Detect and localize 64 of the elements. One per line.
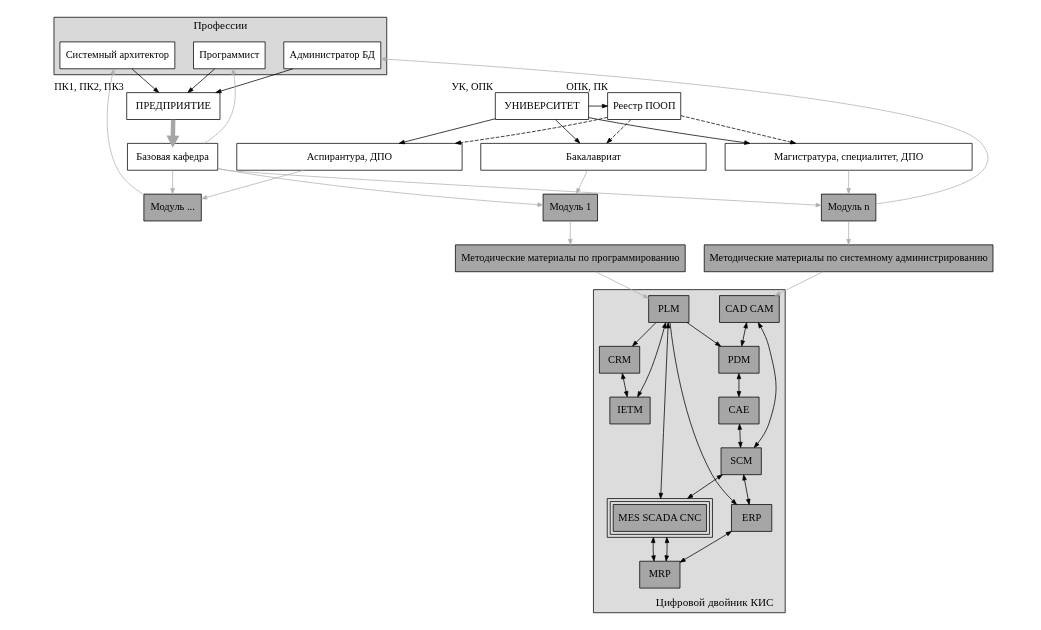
arrow xyxy=(380,57,989,205)
node-box: PDM xyxy=(718,345,760,374)
arrow xyxy=(576,170,588,195)
arrow xyxy=(203,68,236,144)
node-box: Базовая кафедра xyxy=(127,143,219,171)
arrow xyxy=(680,115,797,145)
node-box: Методические материалы по системному администрированию xyxy=(703,244,994,273)
node-box: IETM xyxy=(609,396,651,425)
arrow xyxy=(170,170,175,195)
node-box: SCM xyxy=(720,447,762,476)
arrow xyxy=(687,474,723,499)
arrow xyxy=(736,373,742,398)
node-box: MRP xyxy=(639,560,681,589)
node-box: Модуль n xyxy=(821,193,877,222)
arrow xyxy=(588,117,751,145)
arrow xyxy=(588,103,608,109)
node-label: ПК1, ПК2, ПК3 xyxy=(54,80,124,92)
node-box: CAD CAM xyxy=(719,295,780,323)
node-box: Администратор БД xyxy=(283,41,382,70)
arrow xyxy=(753,322,777,448)
arrow xyxy=(740,322,748,347)
node-box: CRM xyxy=(599,345,641,374)
arrow xyxy=(455,116,608,145)
arrow xyxy=(686,322,721,347)
arrow xyxy=(669,322,737,505)
arrow xyxy=(846,170,851,195)
node-label: УК, ОПК xyxy=(451,80,493,92)
arrow xyxy=(632,322,657,347)
node-box: PLM xyxy=(648,295,690,323)
arrow xyxy=(679,531,732,563)
arrow xyxy=(398,118,496,145)
node-box: Методические материалы по программированию xyxy=(455,244,686,273)
node-box: УНИВЕРСИТЕТ xyxy=(494,92,589,120)
arrow xyxy=(742,474,751,505)
arrow xyxy=(606,119,632,144)
node-box: Программист xyxy=(193,41,266,70)
arrow xyxy=(217,168,822,208)
arrow xyxy=(131,68,160,93)
arrow xyxy=(106,68,145,195)
node-box: Аспирантура, ДПО xyxy=(236,143,463,171)
arrow xyxy=(737,423,743,448)
arrow xyxy=(651,537,656,562)
arrow xyxy=(664,537,670,562)
node-label: ОПК, ПК xyxy=(566,80,608,92)
arrow xyxy=(774,271,824,296)
arrow xyxy=(187,68,215,93)
arrow xyxy=(637,322,667,398)
arrow xyxy=(621,373,629,398)
arrow xyxy=(658,322,671,499)
node-box: Реестр ПООП xyxy=(607,92,682,120)
node-box: Системный архитектор xyxy=(59,41,176,70)
node-box: CAE xyxy=(718,396,760,425)
arrow xyxy=(215,68,294,94)
arrow xyxy=(201,169,305,200)
node-box: Бакалавриат xyxy=(480,143,707,171)
node-box: Модуль 1 xyxy=(542,193,598,222)
node-box: Магистратура, специалитет, ДПО xyxy=(724,143,973,171)
arrow xyxy=(595,271,649,299)
node-box: ПРЕДПРИЯТИЕ xyxy=(126,92,221,120)
node-box: Модуль ... xyxy=(143,193,202,222)
node-box: ERP xyxy=(731,504,773,532)
arrow xyxy=(555,119,581,144)
arrow xyxy=(846,220,851,245)
arrow xyxy=(568,220,573,245)
